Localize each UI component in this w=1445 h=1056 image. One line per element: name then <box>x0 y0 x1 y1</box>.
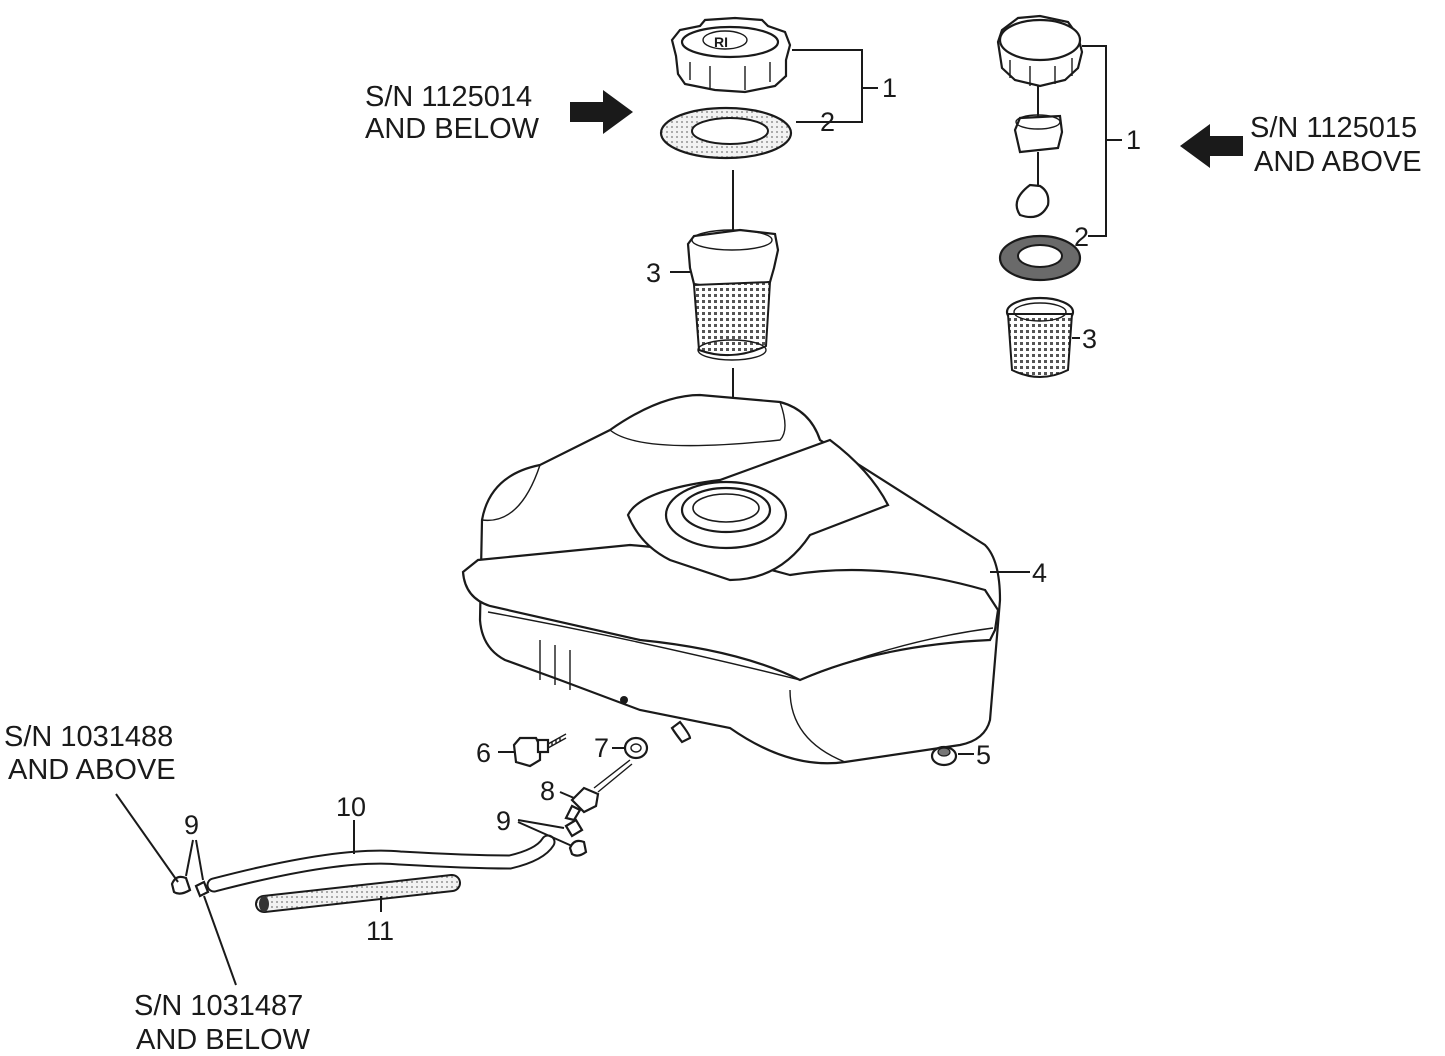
callout-3-left: 3 <box>646 258 661 288</box>
cap-gasket-new <box>998 234 1082 282</box>
callout-2-right: 2 <box>1074 222 1089 252</box>
svg-text:S/N 1031488: S/N 1031488 <box>4 721 173 753</box>
fuel-strainer-new <box>1005 296 1075 378</box>
serial-note-cap-old: S/N 1125014 AND BELOW <box>365 81 540 145</box>
serial-note-clamp-old: S/N 1031487 AND BELOW <box>134 990 311 1056</box>
fuel-cap-old: RI <box>670 16 792 94</box>
cap-gasket-old <box>659 106 793 160</box>
svg-text:AND BELOW: AND BELOW <box>136 1024 311 1056</box>
hose-clamp-right <box>564 818 588 857</box>
callout-10: 10 <box>336 792 366 822</box>
svg-text:S/N 1125014: S/N 1125014 <box>365 81 532 113</box>
callout-9-left: 9 <box>184 810 199 840</box>
callout-3-right: 3 <box>1082 324 1097 354</box>
cap-tether-new <box>1013 86 1064 219</box>
callout-leader-9-left <box>185 839 204 881</box>
drain-bolt <box>512 733 567 768</box>
svg-text:RI: RI <box>714 34 728 50</box>
serial-note-cap-new: S/N 1125015 AND ABOVE <box>1250 112 1422 178</box>
fuel-tank <box>461 393 1002 765</box>
leader-clamp-new <box>115 793 179 883</box>
callout-7: 7 <box>594 733 609 763</box>
fuel-hose <box>206 834 556 893</box>
arrow-left-icon <box>1180 124 1243 168</box>
callout-6: 6 <box>476 738 491 768</box>
hose-sleeve <box>255 874 461 913</box>
fuel-valve <box>564 759 633 822</box>
callout-9-right: 9 <box>496 806 511 836</box>
svg-text:AND BELOW: AND BELOW <box>365 113 540 145</box>
svg-text:AND ABOVE: AND ABOVE <box>1254 146 1422 178</box>
svg-text:AND ABOVE: AND ABOVE <box>8 754 176 786</box>
fuel-strainer-old <box>686 228 780 361</box>
callout-1-right: 1 <box>1126 125 1141 155</box>
leader-clamp-old <box>203 895 237 986</box>
callout-1-left: 1 <box>882 73 897 103</box>
callout-5: 5 <box>976 740 991 770</box>
callout-leader-1-left <box>792 49 878 123</box>
serial-note-clamp-new: S/N 1031488 AND ABOVE <box>4 721 176 786</box>
arrow-right-icon <box>570 90 633 134</box>
callout-8: 8 <box>540 776 555 806</box>
callout-leader-9-right <box>517 819 573 847</box>
svg-text:S/N 1031487: S/N 1031487 <box>134 990 303 1022</box>
callout-2-left: 2 <box>820 107 835 137</box>
callout-leader-1-right <box>1082 45 1122 237</box>
callout-4: 4 <box>1032 558 1047 588</box>
sealing-washer <box>623 736 649 760</box>
svg-text:S/N 1125015: S/N 1125015 <box>1250 112 1417 144</box>
callout-11: 11 <box>366 916 394 946</box>
fuel-cap-new <box>996 14 1084 88</box>
cap-plug <box>930 745 958 767</box>
